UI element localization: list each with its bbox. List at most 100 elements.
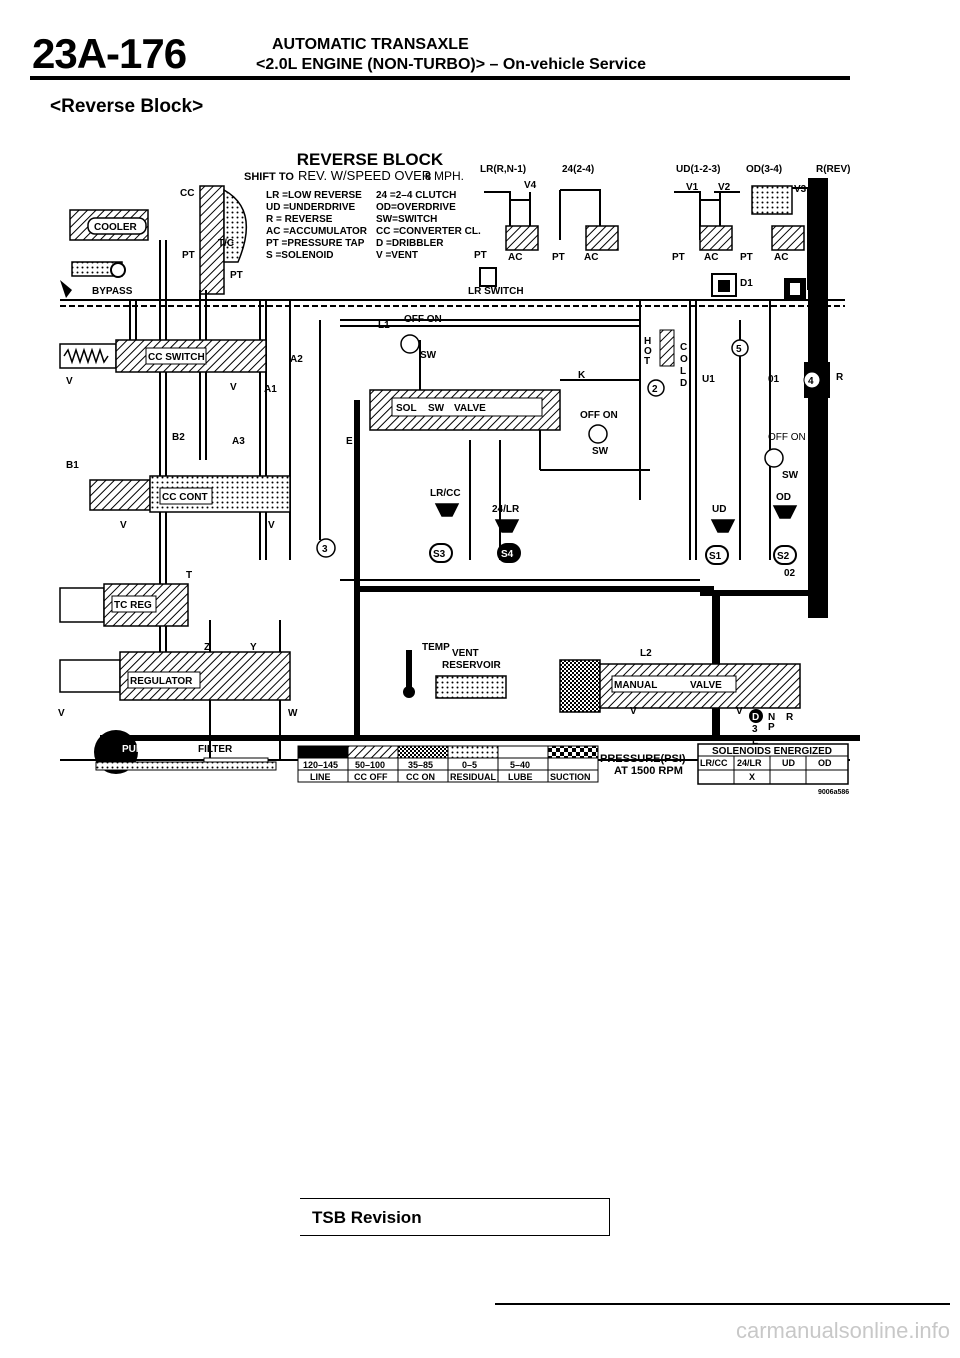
accumulator (505, 225, 539, 251)
label: D (680, 378, 687, 389)
pressure-value: 35–85 (408, 760, 433, 770)
vent-label: V (230, 382, 237, 393)
label: S3 (433, 549, 446, 560)
clutch-header: OD(3-4) (746, 164, 782, 175)
solenoid-s2 (773, 545, 797, 565)
cc-control-spring (89, 479, 151, 511)
label: UD (712, 504, 726, 515)
vent-label: V (120, 520, 127, 531)
solenoid-table-title: SOLENOIDS ENERGIZED (712, 746, 832, 757)
label: OFF ON (768, 432, 806, 443)
label: U1 (702, 374, 715, 385)
pressure-value: 0–5 (462, 760, 477, 770)
tc-reg-spring (59, 587, 105, 623)
legend-item: CC =CONVERTER CL. (376, 226, 481, 237)
hydraulic-diagram: REVERSE BLOCK SHIFT TO REV. W/SPEED OVER… (58, 150, 860, 796)
label: 24/LR (492, 504, 520, 515)
diagram-title: REVERSE BLOCK (297, 150, 444, 169)
cooler-label: COOLER (94, 222, 138, 233)
label: R (836, 372, 844, 383)
cooler (87, 217, 147, 235)
accumulator (771, 225, 805, 251)
label: SOL (396, 403, 417, 414)
label: 2 (652, 384, 658, 395)
label: S2 (777, 551, 790, 562)
label: PT (230, 270, 243, 281)
label: D2 (810, 282, 823, 293)
label: 01 (768, 374, 780, 385)
label: OFF ON (580, 410, 618, 421)
ball-check-3 (316, 538, 336, 558)
label: O (680, 354, 688, 365)
gear-position-d (749, 709, 763, 723)
label: S1 (709, 551, 722, 562)
label: B2 (172, 432, 185, 443)
solenoid-s1 (705, 545, 729, 565)
solenoid-table-frame (697, 743, 849, 785)
solenoid-markers: S3 S4 S1 S2 02 3 (316, 538, 797, 579)
swatch-suction (547, 745, 599, 759)
label: E (346, 436, 353, 447)
legend-item: LR =LOW REVERSE (266, 190, 362, 201)
tsb-revision-box: TSB Revision (300, 1198, 610, 1236)
label: V1 (686, 182, 699, 193)
vent-label: V (58, 708, 65, 719)
label: VENT (452, 648, 479, 659)
legend-item: SW=SWITCH (376, 214, 437, 225)
pump-line (100, 735, 860, 741)
accumulator (699, 225, 733, 251)
swatch-cc-off (347, 745, 399, 759)
clutch-header: 24(2-4) (562, 164, 594, 175)
cc-switch-label: CC SWITCH (148, 352, 205, 363)
pressure-caption: AT 1500 RPM (614, 765, 683, 777)
regulator-tag (127, 671, 201, 689)
label: AC (704, 252, 718, 263)
label: CC CONT (162, 492, 208, 503)
label: L (752, 736, 758, 747)
header-subtitle: <2.0L ENGINE (NON-TURBO)> – On-vehicle S… (256, 56, 647, 73)
label: R (786, 712, 794, 723)
label: OFF ON (404, 314, 442, 325)
dribbler-d1-ball (718, 280, 730, 292)
label: T/C (218, 238, 234, 249)
label: PT (552, 252, 565, 263)
legend-item: OD=OVERDRIVE (376, 202, 456, 213)
legend-right: 24 =2–4 CLUTCH OD=OVERDRIVE SW=SWITCH CC… (376, 190, 481, 261)
label: SW (782, 470, 799, 481)
solenoid-table-header: OD (818, 758, 832, 768)
accumulators (505, 225, 805, 251)
label: AC (584, 252, 598, 263)
pressure-name: CC OFF (354, 772, 388, 782)
pressure-table: 120–145 50–100 35–85 0–5 5–40 LINE CC OF… (297, 745, 686, 783)
ball-check-2 (647, 379, 665, 397)
figure-code: 9006a586 (818, 789, 849, 796)
label: 3 (322, 544, 328, 555)
clutch-header: LR(R,N-1) (480, 164, 526, 175)
shift-to-unit: MPH. (434, 169, 464, 183)
shift-to-num: 8 (425, 171, 431, 183)
watermark: carmanualsonline.info (735, 1318, 950, 1343)
label: V2 (718, 182, 731, 193)
solenoid-table-header: LR/CC (700, 758, 728, 768)
solenoid-labels: LR/CC 24/LR UD OD (430, 488, 791, 515)
pressure-value: 5–40 (510, 760, 530, 770)
label: K (578, 370, 586, 381)
label: 4 (808, 376, 814, 387)
pressure-value: 50–100 (355, 760, 385, 770)
label: REGULATOR (130, 676, 193, 687)
solenoid-s3 (429, 543, 453, 563)
temp-sensor (406, 650, 412, 690)
label: VALVE (454, 403, 486, 414)
clutch-header: UD(1-2-3) (676, 164, 720, 175)
label: AC (508, 252, 522, 263)
legend-item: S =SOLENOID (266, 250, 334, 261)
pressure-caption: PRESSURE(PSI) (600, 753, 686, 765)
bypass-arrow (60, 280, 72, 298)
ssv-tag (391, 397, 543, 417)
label: PT (182, 250, 195, 261)
label: S4 (501, 549, 514, 560)
header-title: AUTOMATIC TRANSAXLE (272, 36, 469, 53)
manual-valve-port (559, 659, 601, 713)
vent-label: V (66, 376, 73, 387)
pressure-switch (400, 334, 420, 354)
